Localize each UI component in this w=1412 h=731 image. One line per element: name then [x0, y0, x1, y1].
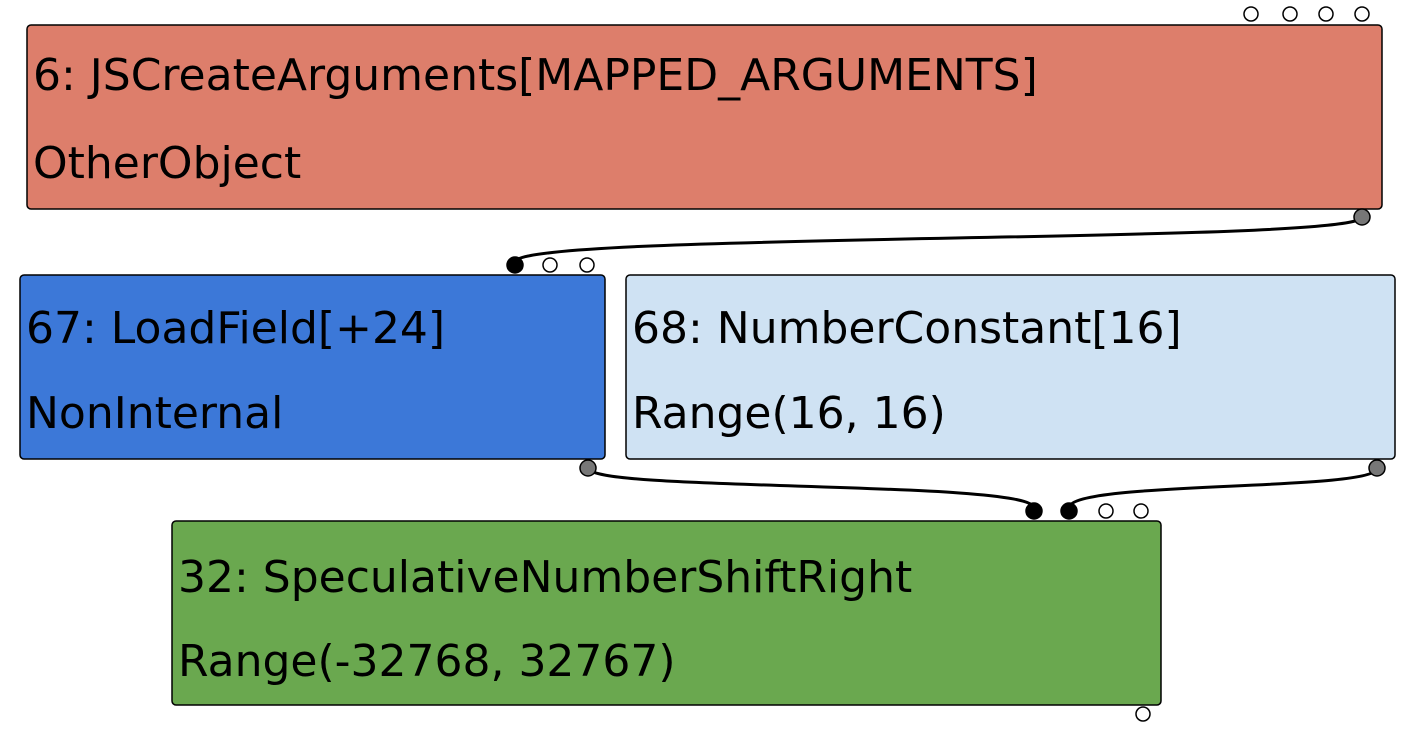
- graph-node-6[interactable]: 6: JSCreateArguments[MAPPED_ARGUMENTS] O…: [26, 6, 1383, 226]
- input-port[interactable]: [579, 257, 595, 273]
- node-title: 68: NumberConstant[16]: [632, 303, 1182, 354]
- input-port[interactable]: [1133, 503, 1149, 519]
- graph-node-67[interactable]: 67: LoadField[+24] NonInternal: [19, 256, 606, 477]
- input-port-connected[interactable]: [506, 256, 524, 274]
- input-port[interactable]: [542, 257, 558, 273]
- output-port[interactable]: [1353, 208, 1371, 226]
- output-port[interactable]: [579, 459, 597, 477]
- node-box: [26, 24, 1383, 210]
- node-box: [625, 274, 1396, 460]
- edge-67-to-32: [586, 466, 1036, 509]
- input-port-connected[interactable]: [1060, 502, 1078, 520]
- node-type: NonInternal: [26, 388, 283, 439]
- node-title: 67: LoadField[+24]: [26, 303, 445, 354]
- graph-node-32[interactable]: 32: SpeculativeNumberShiftRight Range(-3…: [171, 502, 1162, 722]
- graph-node-68[interactable]: 68: NumberConstant[16] Range(16, 16): [625, 274, 1396, 477]
- input-port[interactable]: [1243, 6, 1259, 22]
- node-title: 6: JSCreateArguments[MAPPED_ARGUMENTS]: [33, 50, 1038, 101]
- node-box: [19, 274, 606, 460]
- edge-68-to-32: [1067, 467, 1379, 509]
- node-title: 32: SpeculativeNumberShiftRight: [178, 552, 912, 603]
- input-port-connected[interactable]: [1025, 502, 1043, 520]
- input-port[interactable]: [1098, 503, 1114, 519]
- input-port[interactable]: [1354, 6, 1370, 22]
- input-port[interactable]: [1318, 6, 1334, 22]
- output-port[interactable]: [1368, 459, 1386, 477]
- edges: [513, 215, 1379, 509]
- output-port[interactable]: [1135, 706, 1151, 722]
- node-type: Range(16, 16): [632, 388, 946, 439]
- input-port[interactable]: [1282, 6, 1298, 22]
- node-type: OtherObject: [33, 138, 301, 189]
- node-type: Range(-32768, 32767): [178, 636, 676, 687]
- edge-6-to-67: [513, 215, 1364, 264]
- node-box: [171, 520, 1162, 706]
